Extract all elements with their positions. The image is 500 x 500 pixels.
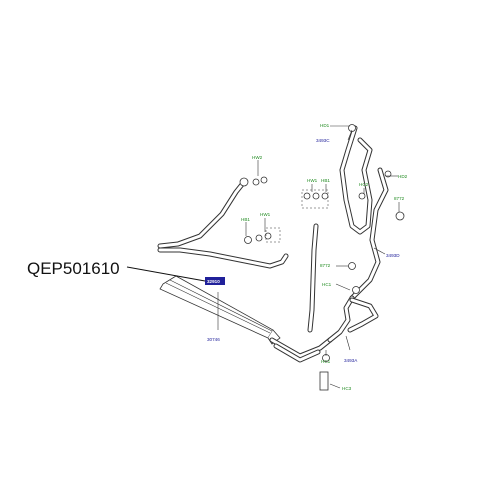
pressure-hose[interactable] bbox=[327, 167, 389, 343]
label-3493d: 3493D bbox=[386, 253, 400, 258]
label-hc3: HC3 bbox=[342, 386, 352, 391]
label-hw1: HW1 bbox=[260, 212, 271, 217]
label-hw2: HW2 bbox=[252, 155, 263, 160]
label-hc1-upper: HC1 bbox=[322, 282, 332, 287]
label-hc1-lower: HC1 bbox=[321, 359, 331, 364]
label-leaders bbox=[217, 125, 400, 389]
label-8772-right: 8772 bbox=[394, 196, 405, 201]
steering-cooler[interactable] bbox=[159, 275, 281, 345]
label-30746: 30746 bbox=[207, 337, 220, 342]
callout-part-number: QEP501610 bbox=[27, 259, 120, 278]
callout-leader-line bbox=[126, 266, 206, 282]
label-hd1: HD1 bbox=[320, 123, 330, 128]
label-3493c: 3493C bbox=[316, 138, 330, 143]
label-hb1: HB1 bbox=[241, 217, 250, 222]
label-hd2: HD2 bbox=[398, 174, 408, 179]
selected-part-ref[interactable]: 32910 bbox=[207, 279, 220, 284]
upper-return-pipe[interactable] bbox=[157, 179, 289, 269]
selected-part-box[interactable] bbox=[205, 277, 225, 285]
feed-pipe[interactable] bbox=[307, 223, 319, 333]
label-hw1-right: HW1 bbox=[307, 178, 318, 183]
reservoir-hose[interactable] bbox=[339, 125, 373, 235]
label-3493a: 3493A bbox=[344, 358, 358, 363]
label-hb1-right: HB1 bbox=[321, 178, 330, 183]
label-hc2: HC2 bbox=[359, 182, 369, 187]
label-8772-left: 8772 bbox=[320, 263, 331, 268]
fitting-clips bbox=[239, 124, 405, 391]
cooler-outlet-pipe[interactable] bbox=[269, 337, 333, 363]
